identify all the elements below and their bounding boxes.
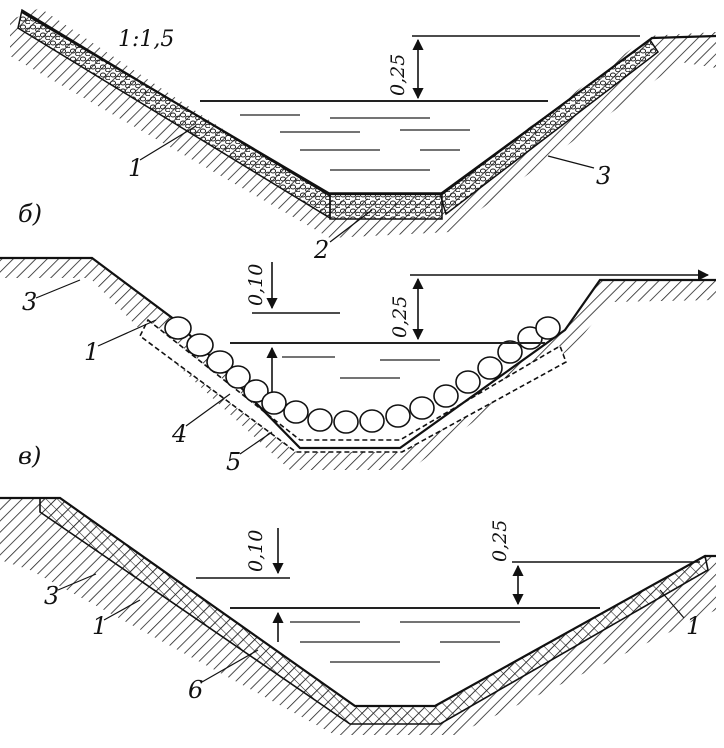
panel-a-freeboard-label: 0,25 [387,54,409,96]
panel-a-soil [10,8,716,238]
panel-c-leader-3 [57,573,97,591]
panel-a-callout-3: 3 [596,162,611,190]
panel-a-callout-1: 1 [128,154,143,182]
panel-c-dimensions [196,528,700,642]
panel-b-leader-1 [97,319,157,347]
panel-b: б) [0,200,716,476]
panel-b-leader-3 [35,279,81,299]
panel-c-freeboard-label: 0,25 [489,520,511,562]
panel-c-bed-line [0,496,716,708]
panel-b-cobbles [164,316,561,434]
panel-b-callout-1: 1 [84,338,99,366]
panel-b-leader-4 [185,393,231,427]
panel-c-callout-1-left: 1 [92,612,107,640]
panel-a-leader-2 [329,209,373,243]
panel-b-water [230,342,545,379]
panel-a-water [200,100,548,171]
panel-b-letter: б) [18,200,42,228]
panel-c-leader-1-right [659,589,685,619]
panel-a-callout-2: 2 [313,236,329,264]
panel-a-freeboard-dimension [412,35,640,100]
panel-b-freeboard-label: 0,25 [389,296,411,338]
panel-c-callout-1-right: 1 [686,612,701,640]
panel-c-leader-1-left [103,599,141,621]
slope-ratio-label: 1:1,5 [118,27,174,52]
panel-a-leader-3 [547,155,595,169]
panel-b-soil [0,258,716,470]
panel-b-callout-5: 5 [226,448,241,476]
panel-c-soil [0,498,716,735]
panel-b-small-dim-label: 0,10 [245,264,267,306]
panel-b-callout-3: 3 [22,288,37,316]
panel-a-lining-right [439,38,660,216]
panel-a: 0,25 1:1,5 1 2 3 [10,8,717,264]
panel-a-bottom-stone [329,192,443,220]
panel-b-leader-5 [239,431,273,455]
panel-a-bed-line [21,11,717,196]
panel-b-concrete-layer [138,318,567,453]
panel-b-dimensions [252,262,710,392]
panel-c-callout-3: 3 [44,582,59,610]
panel-a-leader-1 [139,125,197,161]
panel-c-callout-6: 6 [188,676,203,704]
panel-b-callout-4: 4 [171,420,187,448]
panel-c: в) 0,10 0,25 3 1 6 1 [0,442,716,735]
panel-c-leader-6 [201,649,259,683]
panel-c-letter: в) [18,442,41,470]
panel-b-bed-line [0,256,716,450]
panel-c-small-dim-label: 0,10 [245,530,267,572]
panel-c-water [230,607,600,663]
